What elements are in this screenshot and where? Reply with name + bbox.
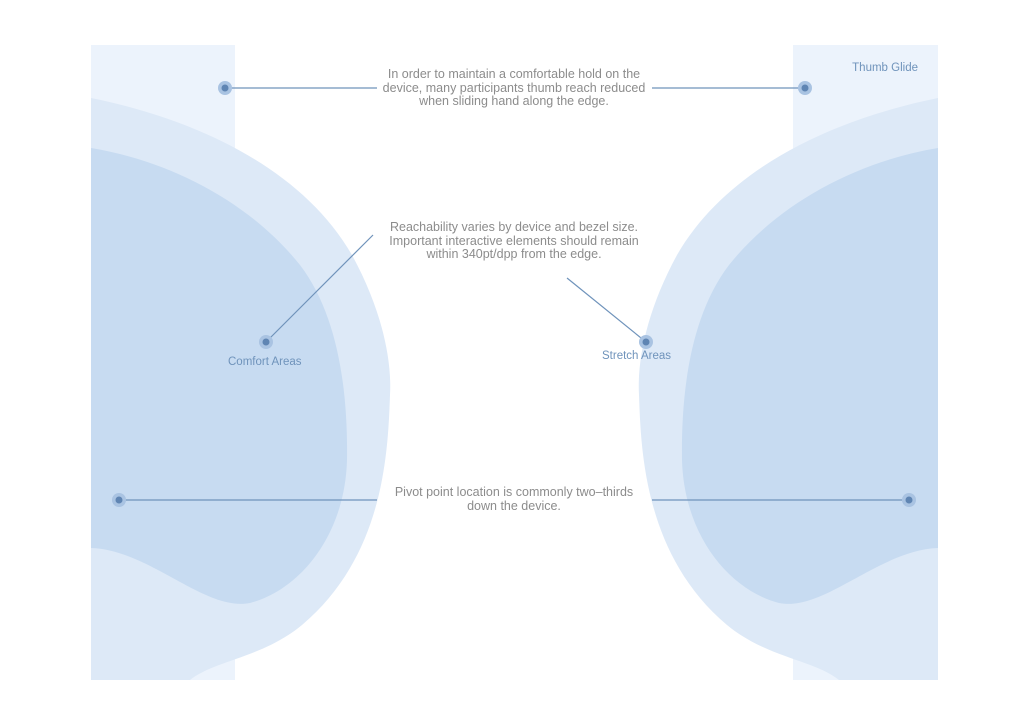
leader-lines <box>119 87 909 501</box>
stretch-areas-label: Stretch Areas <box>602 350 672 362</box>
pivot-marker-left <box>112 493 126 507</box>
right-comfort-zone <box>681 148 938 604</box>
hold-note: In order to maintain a comfortable hold … <box>382 67 646 108</box>
right-device-panel <box>638 45 938 680</box>
reachability-leader-line-left <box>265 234 374 343</box>
reachability-note: Reachability varies by device and bezel … <box>389 220 639 261</box>
reachability-leader-line-right <box>566 277 647 343</box>
stretch-marker <box>639 335 653 349</box>
thumb-glide-label: Thumb Glide <box>852 62 918 74</box>
left-comfort-zone <box>91 148 348 604</box>
comfort-areas-label: Comfort Areas <box>228 356 302 368</box>
left-device-panel <box>91 45 391 680</box>
pivot-note: Pivot point location is commonly two–thi… <box>394 485 634 513</box>
hold-marker-left <box>218 81 232 95</box>
comfort-marker <box>259 335 273 349</box>
hold-marker-right <box>798 81 812 95</box>
pivot-marker-right <box>902 493 916 507</box>
